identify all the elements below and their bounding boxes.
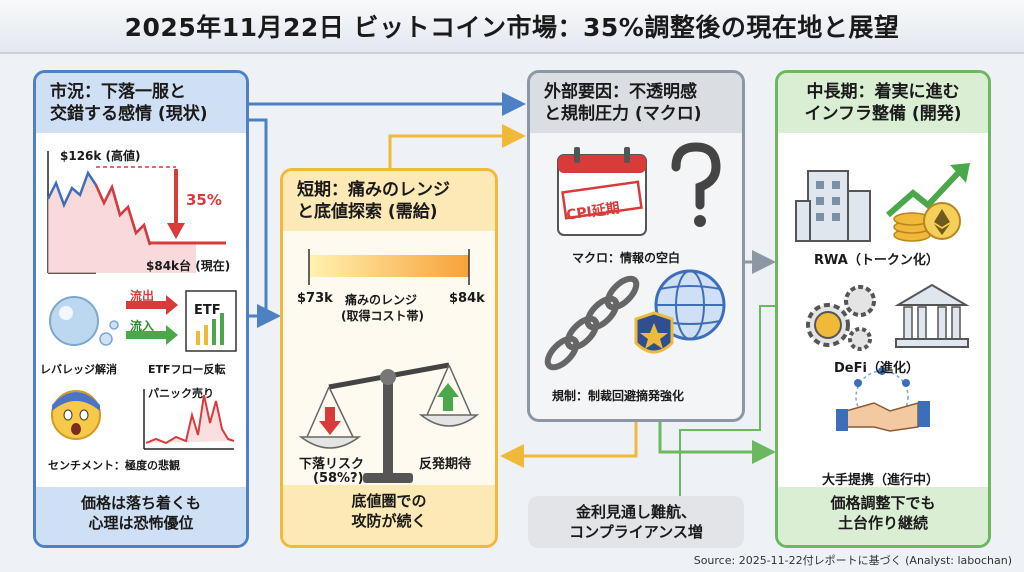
rebound-label: 反発期待 <box>419 457 472 472</box>
panel-short-foot: 底値圏での 攻防が続く <box>283 485 495 545</box>
arrow-note-to-long <box>679 305 775 496</box>
inflow-label: 流入 <box>130 319 155 333</box>
panel-short-head: 短期：痛みのレンジ と底値探索 (需給) <box>283 171 495 231</box>
arrow-external-to-short <box>500 422 638 468</box>
range-label-2: (取得コスト帯) <box>341 309 424 323</box>
panel-external: 外部要因：不透明感 と規制圧力 (マクロ) <box>527 70 745 422</box>
long-illustrations <box>795 163 970 432</box>
handshake-network-icon <box>836 367 930 432</box>
outflow-arrow-icon <box>126 295 178 315</box>
outflow-label: 流出 <box>130 289 155 303</box>
current-price-label: $84k台 (現在) <box>146 259 231 273</box>
range-low-label: $73k <box>297 291 333 306</box>
panel-market: 市況：下落一服と 交錯する感情 (現状) <box>33 70 249 548</box>
external-illustrations <box>544 142 726 371</box>
partner-caption: 大手提携（進行中） <box>822 473 940 488</box>
range-high-label: $84k <box>449 291 485 306</box>
panel-market-head: 市況：下落一服と 交錯する感情 (現状) <box>36 73 246 133</box>
title-bar: 2025年11月22日 ビットコイン市場：35%調整後の現在地と展望 <box>0 0 1024 54</box>
etf-caption: ETFフロー反転 <box>148 363 226 376</box>
high-price-label: $126k (高値) <box>60 149 141 163</box>
macro-caption: マクロ：情報の空白 <box>572 251 681 265</box>
balance-scale-icon <box>298 362 480 483</box>
etf-document-icon <box>185 290 237 352</box>
leverage-caption: レバレッジ解消 <box>40 363 117 376</box>
chain-icon <box>544 275 640 371</box>
price-area <box>48 173 196 273</box>
building-icon <box>795 170 871 242</box>
arrow-short-to-external <box>388 124 526 168</box>
etf-label: ETF <box>194 303 221 318</box>
panel-long-term: 中長期：着実に進む インフラ整備 (開発) <box>775 70 991 548</box>
arrow-external-to-long-2 <box>658 422 776 464</box>
rwa-caption: RWA（トークン化） <box>814 253 939 268</box>
sentiment-caption: センチメント：極度の悲観 <box>48 459 180 472</box>
rebound-arrow-icon <box>437 383 459 411</box>
drop-percent: 35% <box>186 191 222 209</box>
police-badge-icon <box>634 311 674 354</box>
down-risk-arrow-icon <box>319 407 341 435</box>
short-illustrations <box>298 249 480 483</box>
center-note: 金利見通し難航、 コンプライアンス増 <box>528 496 744 548</box>
question-mark-icon <box>671 142 721 227</box>
panel-long-head: 中長期：着実に進む インフラ整備 (開発) <box>778 73 988 133</box>
gears-icon <box>806 285 876 351</box>
defi-caption: DeFi（進化） <box>834 361 919 376</box>
market-illustrations <box>46 151 237 450</box>
panic-chart <box>145 394 235 445</box>
calendar-icon <box>557 147 647 236</box>
panel-short-term: 短期：痛みのレンジ と底値探索 (需給) <box>280 168 498 548</box>
coin-stack-icon <box>893 202 961 242</box>
panel-external-head: 外部要因：不透明感 と規制圧力 (マクロ) <box>530 73 742 133</box>
page-title: 2025年11月22日 ビットコイン市場：35%調整後の現在地と展望 <box>124 13 900 42</box>
panic-label: パニック売り <box>148 387 214 400</box>
source-note: Source: 2025-11-22付レポートに基づく (Analyst: la… <box>693 554 1012 567</box>
range-label-1: 痛みのレンジ <box>345 293 418 307</box>
inflow-arrow-icon <box>126 325 178 345</box>
pain-range-bar <box>309 255 469 277</box>
growth-arrow-icon <box>886 163 970 218</box>
down-risk-label-1: 下落リスク <box>299 457 365 472</box>
down-risk-label-2: (58%?) <box>313 471 364 486</box>
arrow-market-to-short <box>249 118 281 328</box>
panel-market-foot: 価格は落ち着くも 心理は恐怖優位 <box>36 487 246 545</box>
panel-long-foot: 価格調整下でも 土台作り継続 <box>778 487 988 545</box>
regulation-caption: 規制：制裁回避摘発強化 <box>552 389 685 403</box>
bank-icon <box>894 283 970 348</box>
leverage-bubble-icon <box>49 296 99 346</box>
